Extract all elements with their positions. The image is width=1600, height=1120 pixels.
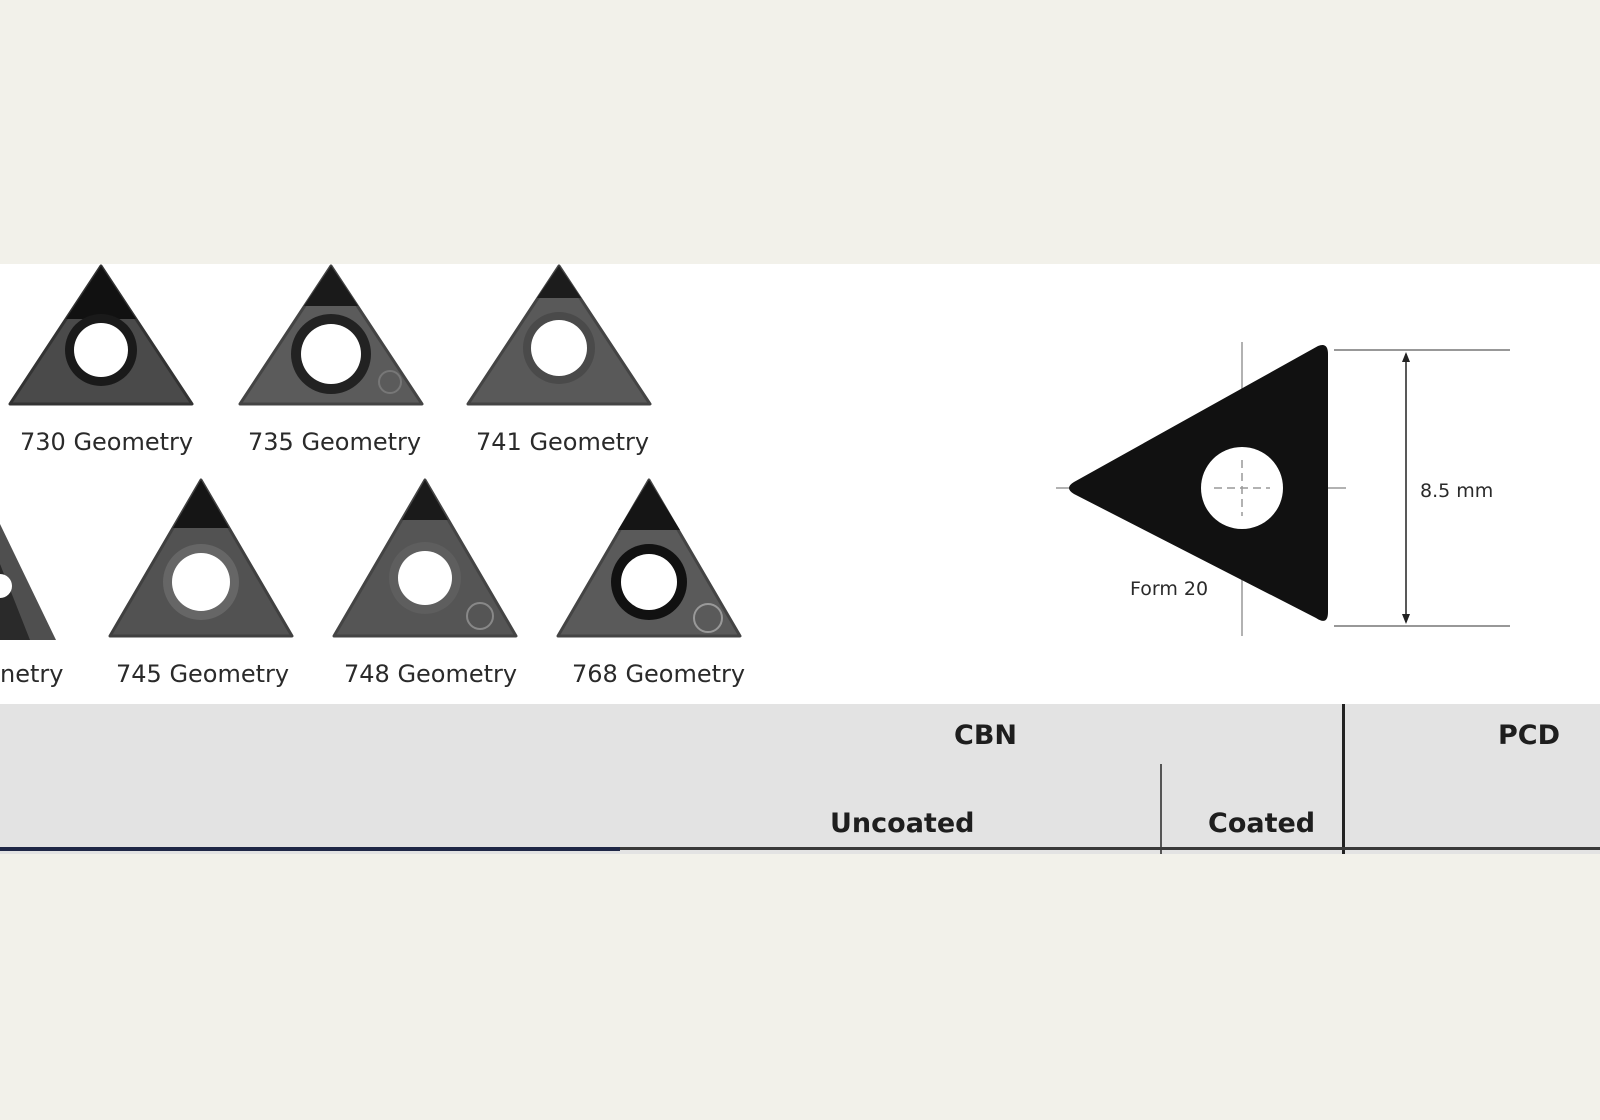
- insert-735-label: 735 Geometry: [248, 428, 422, 456]
- header-pcd: PCD: [1498, 720, 1561, 751]
- insert-768-label: 768 Geometry: [572, 660, 746, 688]
- header-cbn: CBN: [954, 720, 1017, 751]
- header-coated: Coated: [1208, 808, 1316, 839]
- form-label: Form 20: [1130, 578, 1209, 600]
- insert-partial-label: netry: [0, 660, 64, 688]
- divider-pcd: [1342, 704, 1345, 854]
- dimension-label: 8.5 mm: [1420, 480, 1494, 502]
- insert-748-label: 748 Geometry: [344, 660, 518, 688]
- header-bottom-rule: [0, 847, 1600, 850]
- insert-748-image: [332, 478, 518, 640]
- insert-745-label: 745 Geometry: [116, 660, 290, 688]
- insert-735-image: [238, 264, 424, 408]
- insert-730-image: [8, 264, 194, 408]
- insert-partial-image: [0, 524, 60, 644]
- table-header: [0, 704, 1600, 854]
- header-bottom-rule-accent: [0, 847, 620, 851]
- insert-730-label: 730 Geometry: [20, 428, 194, 456]
- form-20-diagram: Form 20 8.5 mm: [1050, 336, 1512, 651]
- insert-741-image: [466, 264, 652, 408]
- insert-745-image: [108, 478, 294, 640]
- header-uncoated: Uncoated: [830, 808, 975, 839]
- insert-741-label: 741 Geometry: [476, 428, 650, 456]
- divider-coated: [1160, 764, 1162, 854]
- insert-768-image: [556, 478, 742, 640]
